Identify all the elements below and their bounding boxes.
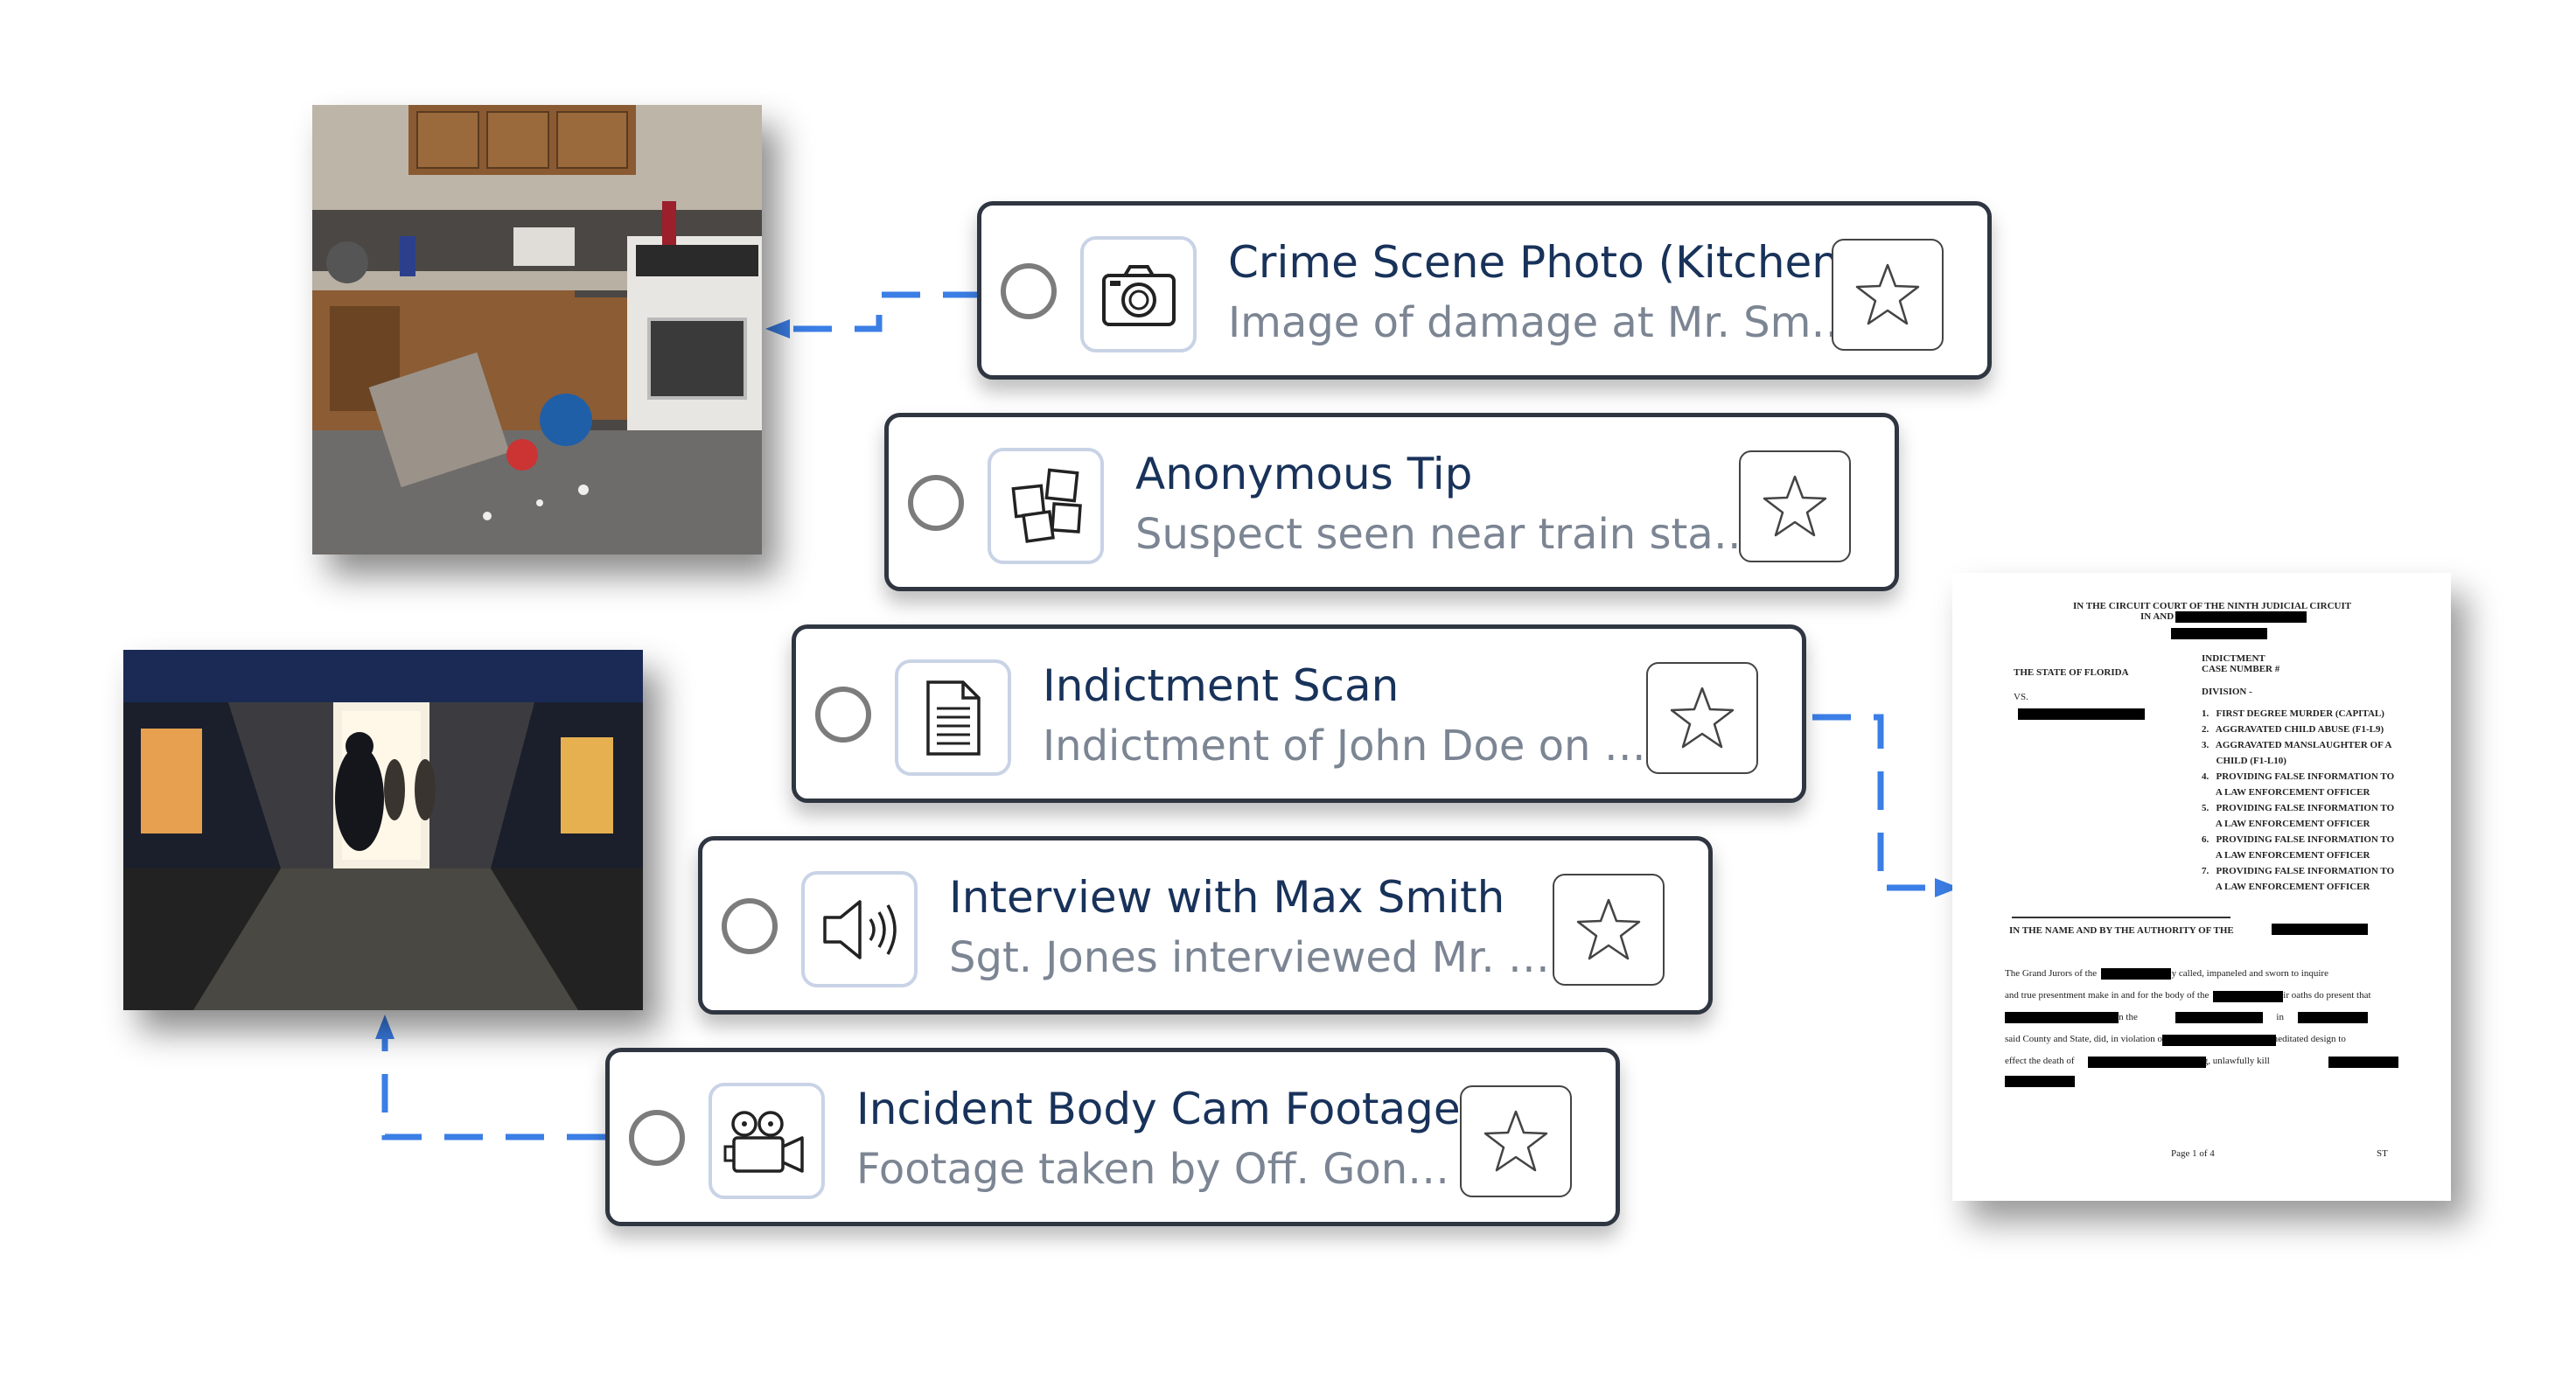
redaction — [2298, 1012, 2368, 1023]
redaction — [2005, 1076, 2075, 1087]
indictment-label: INDICTMENT — [2202, 653, 2265, 664]
star-icon — [1670, 687, 1735, 749]
camera-icon — [1080, 236, 1197, 352]
indictment-document: IN THE CIRCUIT COURT OF THE NINTH JUDICI… — [1952, 573, 2451, 1201]
card-title: Crime Scene Photo (Kitchen) — [1228, 237, 1857, 288]
charge-line: A LAW ENFORCEMENT OFFICER — [2202, 882, 2370, 892]
arrowhead-indictment — [1935, 878, 1959, 897]
redaction — [2018, 708, 2145, 720]
redaction — [2162, 1035, 2276, 1046]
evidence-card-crime-scene-photo[interactable]: Crime Scene Photo (Kitchen) Image of dam… — [977, 201, 1992, 380]
connector-indictment — [1812, 714, 1937, 891]
card-title: Indictment Scan — [1043, 660, 1400, 711]
select-radio[interactable] — [1001, 263, 1057, 319]
select-radio[interactable] — [908, 475, 964, 531]
redaction — [2213, 991, 2283, 1002]
charge-line: A LAW ENFORCEMENT OFFICER — [2202, 819, 2370, 829]
card-description: Sgt. Jones interviewed Mr. … — [949, 933, 1550, 982]
card-description: Footage taken by Off. Gon… — [856, 1145, 1450, 1194]
authority-line: IN THE NAME AND BY THE AUTHORITY OF THE — [2009, 925, 2234, 936]
charge-line: 7. PROVIDING FALSE INFORMATION TO — [2202, 866, 2395, 876]
select-radio[interactable] — [722, 898, 778, 954]
case-number-label: CASE NUMBER # — [2202, 664, 2280, 674]
body-line: and true presentment make in and for the… — [2005, 990, 2371, 1001]
video-camera-icon — [709, 1083, 825, 1199]
evidence-card-interview[interactable]: Interview with Max Smith Sgt. Jones inte… — [698, 836, 1713, 1015]
redaction — [2272, 924, 2368, 935]
card-description: Image of damage at Mr. Sm… — [1228, 298, 1853, 347]
division-label: DIVISION - — [2202, 687, 2252, 697]
favorite-button[interactable] — [1739, 450, 1851, 562]
card-title: Anonymous Tip — [1135, 449, 1473, 499]
charge-line: 6. PROVIDING FALSE INFORMATION TO — [2202, 834, 2395, 845]
star-icon — [1763, 475, 1827, 537]
card-title: Interview with Max Smith — [949, 872, 1505, 923]
select-radio[interactable] — [629, 1110, 685, 1166]
body-line: The Grand Jurors of the duly called, imp… — [2005, 968, 2328, 979]
favorite-button[interactable] — [1832, 239, 1944, 351]
favorite-button[interactable] — [1553, 874, 1665, 986]
card-description: Indictment of John Doe on … — [1043, 722, 1646, 771]
document-icon — [895, 659, 1011, 776]
arrowhead-photo — [765, 319, 790, 338]
speaker-icon — [801, 871, 918, 987]
divider — [2012, 917, 2230, 918]
card-title: Incident Body Cam Footage — [856, 1084, 1461, 1134]
vs-label: VS. — [2014, 692, 2028, 702]
charge-line: 5. PROVIDING FALSE INFORMATION TO — [2202, 803, 2395, 813]
redaction — [2088, 1057, 2206, 1068]
kitchen-photo — [312, 105, 762, 554]
select-radio[interactable] — [815, 687, 871, 743]
redaction — [2175, 611, 2307, 623]
redaction — [2171, 628, 2267, 639]
connector-bodycam — [381, 1036, 605, 1140]
arrowhead-bodycam — [375, 1015, 394, 1039]
charge-line: CHILD (F1-L10) — [2202, 756, 2286, 766]
evidence-card-body-cam[interactable]: Incident Body Cam Footage Footage taken … — [605, 1048, 1620, 1226]
star-icon — [1855, 263, 1920, 325]
evidence-card-indictment-scan[interactable]: Indictment Scan Indictment of John Doe o… — [792, 624, 1806, 803]
favorite-button[interactable] — [1646, 662, 1758, 774]
initials: ST — [2377, 1148, 2388, 1159]
redaction — [2005, 1012, 2119, 1023]
charge-line: 3. AGGRAVATED MANSLAUGHTER OF A — [2202, 740, 2392, 750]
connector-photo — [792, 291, 981, 332]
notes-icon — [988, 448, 1104, 564]
page-number: Page 1 of 4 — [2171, 1148, 2215, 1159]
state-label: THE STATE OF FLORIDA — [2014, 667, 2129, 678]
star-icon — [1576, 898, 1641, 960]
charge-line: A LAW ENFORCEMENT OFFICER — [2202, 787, 2370, 798]
evidence-card-anonymous-tip[interactable]: Anonymous Tip Suspect seen near train st… — [884, 413, 1899, 591]
court-heading: IN THE CIRCUIT COURT OF THE NINTH JUDICI… — [2073, 601, 2352, 611]
favorite-button[interactable] — [1460, 1085, 1572, 1197]
body-cam-photo — [123, 650, 643, 1010]
redaction — [2175, 1012, 2263, 1023]
charge-line: 4. PROVIDING FALSE INFORMATION TO — [2202, 771, 2395, 782]
redaction — [2328, 1057, 2398, 1068]
redaction — [2101, 968, 2171, 980]
charge-line: A LAW ENFORCEMENT OFFICER — [2202, 850, 2370, 861]
star-icon — [1483, 1110, 1548, 1172]
charge-line: 2. AGGRAVATED CHILD ABUSE (F1-L9) — [2202, 724, 2384, 735]
card-description: Suspect seen near train sta… — [1135, 510, 1756, 559]
charge-line: 1. FIRST DEGREE MURDER (CAPITAL) — [2202, 708, 2384, 719]
